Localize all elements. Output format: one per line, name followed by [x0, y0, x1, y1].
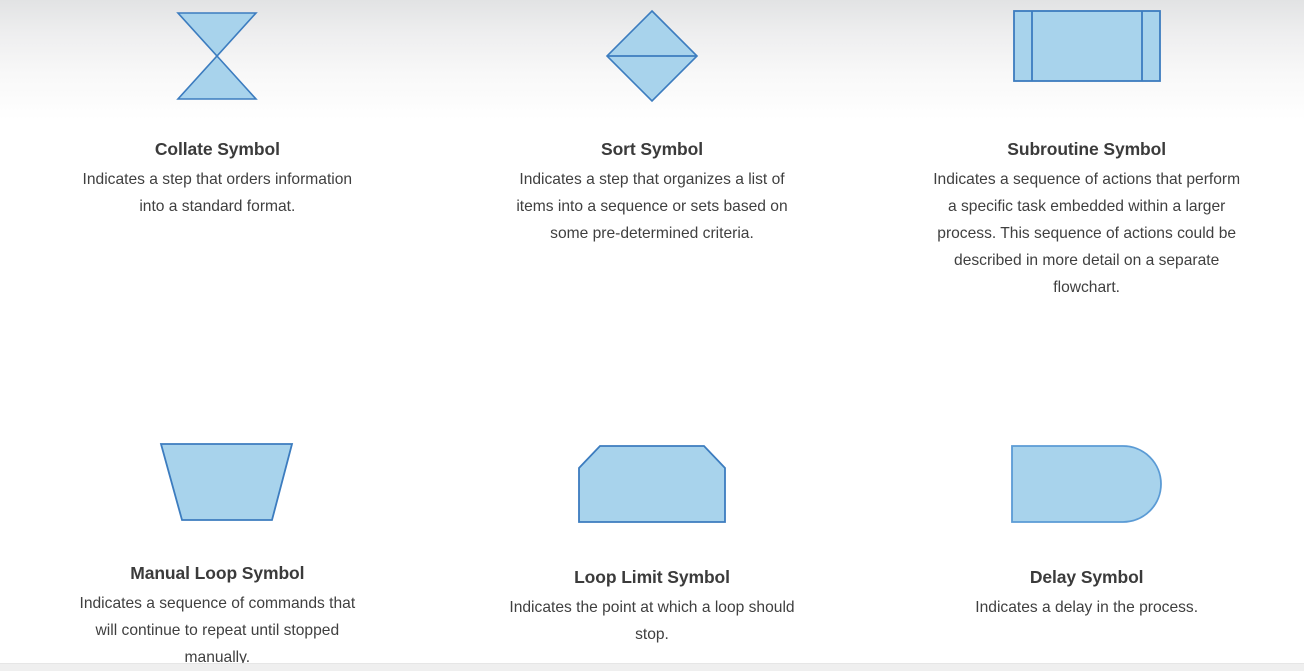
symbol-description: Indicates the point at which a loop shou…	[509, 598, 795, 643]
symbol-card-subroutine: Subroutine Symbol Indicates a sequence o…	[869, 0, 1304, 428]
subroutine-symbol-icon	[1012, 10, 1161, 82]
symbol-description: Indicates a sequence of commands that wi…	[79, 595, 356, 666]
symbol-title: Manual Loop Symbol	[130, 563, 305, 584]
delay-symbol-figure	[1010, 428, 1163, 540]
symbol-title: Sort Symbol	[601, 139, 703, 159]
manual-loop-symbol-figure	[141, 428, 294, 536]
subroutine-symbol-figure	[1012, 0, 1161, 112]
symbol-card-delay: Delay Symbol Indicates a delay in the pr…	[869, 428, 1304, 671]
sort-symbol-figure	[605, 0, 699, 112]
symbol-card-sort: Sort Symbol Indicates a step that organi…	[435, 0, 870, 428]
symbol-description: Indicates a delay in the process.	[975, 598, 1199, 616]
symbol-title: Collate Symbol	[154, 139, 280, 159]
symbol-card-collate: Collate Symbol Indicates a step that ord…	[0, 0, 435, 428]
symbol-title: Subroutine Symbol	[1007, 139, 1167, 159]
collate-symbol-figure	[176, 0, 259, 112]
collate-symbol-icon	[176, 12, 259, 100]
symbol-description: Indicates a step that organizes a list o…	[516, 170, 788, 242]
loop-limit-symbol-icon	[578, 445, 726, 523]
symbol-description: Indicates a sequence of actions that per…	[933, 170, 1241, 296]
manual-loop-symbol-icon	[160, 443, 294, 522]
sort-symbol-icon	[605, 9, 699, 103]
delay-symbol-icon	[1010, 445, 1162, 523]
symbol-description: Indicates a step that orders information…	[82, 170, 353, 215]
loop-limit-symbol-figure	[578, 428, 726, 540]
symbol-title: Delay Symbol	[1029, 567, 1144, 587]
symbol-card-loop-limit: Loop Limit Symbol Indicates the point at…	[435, 428, 870, 671]
symbol-card-manual-loop: Manual Loop Symbol Indicates a sequence …	[0, 428, 435, 671]
symbol-title: Loop Limit Symbol	[574, 567, 730, 587]
